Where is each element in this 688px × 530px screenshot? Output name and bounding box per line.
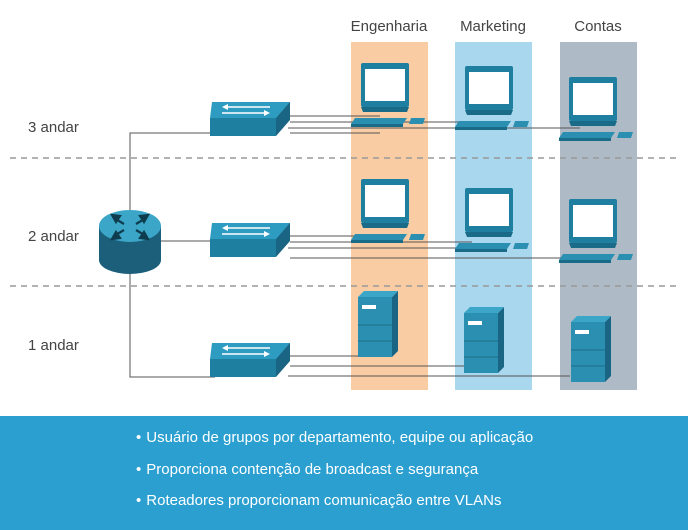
feature-item: •Usuário de grupos por departamento, equ… [136,430,688,446]
floor-1-links [288,355,570,377]
bullet: • [136,429,142,446]
department-label-contas: Contas [574,18,622,35]
server-icon [357,290,399,358]
router-icon [99,210,161,274]
feature-list: •Usuário de grupos por departamento, equ… [0,416,688,509]
server-icon [570,315,612,383]
bullet: • [136,492,142,509]
trunk-links [129,132,215,378]
feature-text: Proporciona contenção de broadcast e seg… [146,460,479,478]
feature-item: •Proporciona contenção de broadcast e se… [136,460,688,478]
feature-panel: •Usuário de grupos por departamento, equ… [0,416,688,530]
switch-icon [209,342,291,378]
floor-label-1: 1 andar [28,337,79,354]
feature-item: •Roteadores proporcionam comunicação ent… [136,493,688,509]
feature-text: Roteadores proporcionam comunicação entr… [146,492,502,509]
switch-icon [209,101,291,137]
floor-2-links [288,235,580,259]
floor-label-2: 2 andar [28,228,79,245]
department-label-marketing: Marketing [460,18,526,35]
server-icon [463,306,505,374]
bullet: • [136,460,142,478]
floor-label-3: 3 andar [28,119,79,136]
switch-icon [209,222,291,258]
floor-3-links [288,115,580,134]
department-label-engenharia: Engenharia [351,18,428,35]
network-diagram: Engenharia Marketing Contas 3 andar 2 an… [10,18,680,390]
feature-text: Usuário de grupos por departamento, equi… [146,429,534,446]
